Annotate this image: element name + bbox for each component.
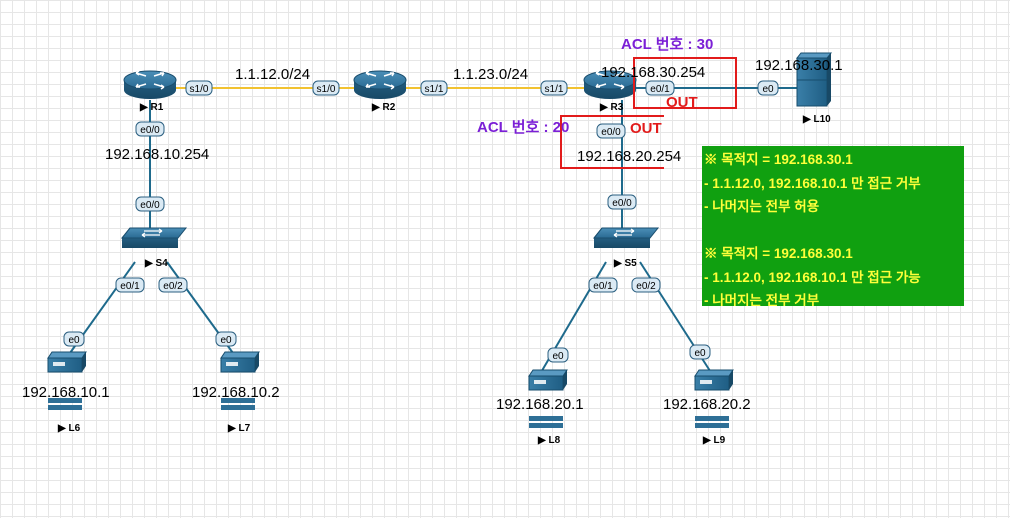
acl-20-label: ACL 번호 : 20 xyxy=(477,119,569,136)
port-badge[interactable]: e0 xyxy=(215,331,237,347)
host-l6[interactable] xyxy=(47,351,87,410)
note-line: - 1.1.12.0, 192.168.10.1 만 접근 거부 xyxy=(704,175,921,191)
node-name-l9: ▶ L9 xyxy=(702,435,726,446)
port-label: e0 xyxy=(68,335,80,346)
node-name-l7: ▶ L7 xyxy=(227,423,251,434)
node-name-s4: ▶ S4 xyxy=(144,258,168,269)
router-r1[interactable] xyxy=(123,70,177,99)
node-name-s5: ▶ S5 xyxy=(613,258,637,269)
router-icon xyxy=(583,70,637,99)
port-label: e0/1 xyxy=(593,281,613,292)
ip-label-l7: 192.168.10.2 xyxy=(192,384,280,401)
server-icon xyxy=(220,351,260,410)
host-l8[interactable] xyxy=(528,369,568,428)
port-label: s1/0 xyxy=(317,84,336,95)
port-badge[interactable]: e0 xyxy=(63,331,85,347)
port-label: e0/0 xyxy=(140,200,160,211)
acl-policy-note: ※ 목적지 = 192.168.30.1 - 1.1.12.0, 192.168… xyxy=(702,146,964,306)
port-badge[interactable]: e0/0 xyxy=(607,194,637,210)
host-l9[interactable] xyxy=(694,369,734,428)
port-badge[interactable]: e0 xyxy=(689,344,711,360)
node-name-l8: ▶ L8 xyxy=(537,435,561,446)
port-label: e0/0 xyxy=(612,198,632,209)
switch-s5[interactable] xyxy=(592,227,660,248)
port-label: s1/1 xyxy=(545,84,564,95)
port-label: e0/0 xyxy=(601,127,621,138)
out-label-acl-30: OUT xyxy=(666,94,698,111)
ip-label-l8: 192.168.20.1 xyxy=(496,396,584,413)
node-name-r2: ▶ R2 xyxy=(371,102,396,113)
acl-labels: ACL 번호 : 30 ACL 번호 : 20 OUT OUT xyxy=(477,36,713,137)
port-label: s1/1 xyxy=(425,84,444,95)
host-l7[interactable] xyxy=(220,351,260,410)
node-name-r1: ▶ R1 xyxy=(139,102,164,113)
note-line: - 나머지는 전부 허용 xyxy=(704,199,820,214)
server-tower-icon xyxy=(795,52,833,107)
port-badge[interactable]: e0/1 xyxy=(588,277,618,293)
port-label: e0 xyxy=(220,335,232,346)
port-label: e0/1 xyxy=(650,84,670,95)
port-badge[interactable]: s1/0 xyxy=(312,80,340,96)
node-name-l6: ▶ L6 xyxy=(57,423,81,434)
ip-label-l9: 192.168.20.2 xyxy=(663,396,751,413)
host-l10[interactable] xyxy=(795,52,833,107)
router-r2[interactable] xyxy=(353,70,407,99)
switch-s4[interactable] xyxy=(120,227,188,248)
port-badge[interactable]: e0/2 xyxy=(631,277,661,293)
port-label: e0/1 xyxy=(120,281,140,292)
address-labels: 1.1.12.0/24 1.1.23.0/24 192.168.10.254 1… xyxy=(22,57,843,413)
port-badge[interactable]: s1/1 xyxy=(420,80,448,96)
note-line: ※ 목적지 = 192.168.30.1 xyxy=(704,246,853,261)
ip-label-r3-gateway-20: 192.168.20.254 xyxy=(577,148,681,165)
port-badge[interactable]: e0/0 xyxy=(135,196,165,212)
server-icon xyxy=(694,369,734,428)
router-r3[interactable] xyxy=(583,70,637,99)
network-label-r1-r2: 1.1.12.0/24 xyxy=(235,66,310,83)
port-label: e0 xyxy=(762,84,774,95)
port-label: s1/0 xyxy=(190,84,209,95)
ip-label-l10: 192.168.30.1 xyxy=(755,57,843,74)
note-line xyxy=(704,219,964,243)
ip-label-r3-gateway-30: 192.168.30.254 xyxy=(601,64,705,81)
port-badge[interactable]: e0/2 xyxy=(158,277,188,293)
server-icon xyxy=(47,351,87,410)
port-label: e0 xyxy=(694,348,706,359)
port-label: e0 xyxy=(552,351,564,362)
port-label: e0/2 xyxy=(163,281,183,292)
note-line: ※ 목적지 = 192.168.30.1 xyxy=(704,152,853,167)
router-icon xyxy=(353,70,407,99)
ip-label-r1-gateway: 192.168.10.254 xyxy=(105,146,209,163)
acl-30-box xyxy=(633,57,737,109)
out-label-acl-20: OUT xyxy=(630,120,662,137)
port-badge[interactable]: e0/0 xyxy=(596,123,626,139)
router-icon xyxy=(123,70,177,99)
server-icon xyxy=(528,369,568,428)
node-names: ▶ R1 ▶ R2 ▶ R3 ▶ S4 ▶ S5 ▶ L6 ▶ L7 ▶ L8 … xyxy=(57,102,831,446)
port-badge[interactable]: e0/1 xyxy=(115,277,145,293)
node-name-l10: ▶ L10 xyxy=(802,114,831,125)
acl-20-box xyxy=(560,115,664,169)
port-badge[interactable]: s1/1 xyxy=(540,80,568,96)
port-badge[interactable]: e0 xyxy=(757,80,779,96)
switch-icon xyxy=(120,227,188,248)
ip-label-l6: 192.168.10.1 xyxy=(22,384,110,401)
port-badges: s1/0 s1/0 s1/1 s1/1 e0/0 e0/0 e0/1 e0/2 … xyxy=(63,80,779,363)
port-badge[interactable]: s1/0 xyxy=(185,80,213,96)
port-badge[interactable]: e0 xyxy=(547,347,569,363)
network-label-r2-r3: 1.1.23.0/24 xyxy=(453,66,528,83)
port-label: e0/0 xyxy=(140,125,160,136)
switch-icon xyxy=(592,227,660,248)
acl-30-label: ACL 번호 : 30 xyxy=(621,36,713,53)
port-badge[interactable]: e0/1 xyxy=(645,80,675,96)
note-line: - 나머지는 전부 거부 xyxy=(704,293,820,306)
port-badge[interactable]: e0/0 xyxy=(135,121,165,137)
node-name-r3: ▶ R3 xyxy=(599,102,624,113)
note-line: - 1.1.12.0, 192.168.10.1 만 접근 가능 xyxy=(704,269,921,285)
port-label: e0/2 xyxy=(636,281,656,292)
